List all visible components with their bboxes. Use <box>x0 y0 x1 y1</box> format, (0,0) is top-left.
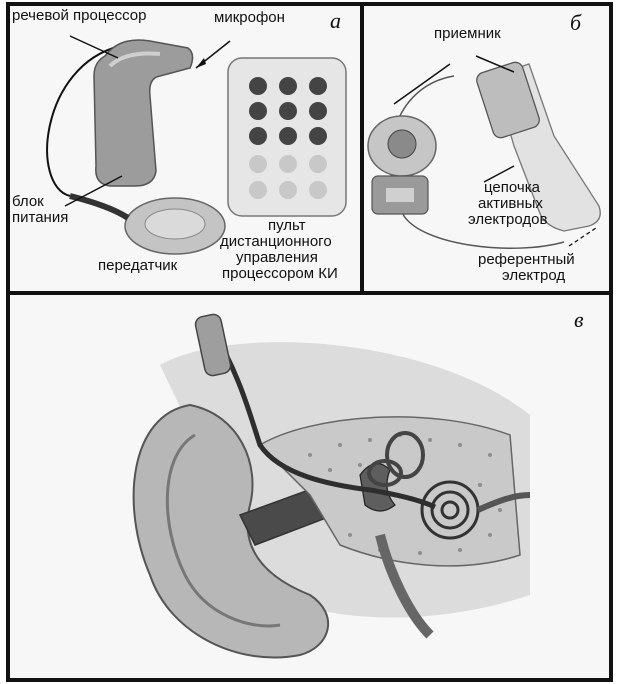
panel-b-letter: б <box>570 10 581 36</box>
pointer-reference <box>569 228 596 246</box>
label-chain-line2: активных <box>478 196 543 211</box>
label-chain-line1: цепочка <box>484 180 540 195</box>
label-ref-line1: референтный <box>478 252 575 267</box>
receiver-magnet <box>388 130 416 158</box>
speech-processor <box>94 40 193 186</box>
label-battery-line2: питания <box>12 210 68 225</box>
pointer-processor <box>70 36 118 58</box>
label-battery-line1: блок <box>12 194 44 209</box>
label-receiver: приемник <box>434 26 501 41</box>
label-transmitter: передатчик <box>98 258 177 273</box>
ear-cross-section <box>10 295 611 680</box>
panel-a: речевой процессор микрофон а блок питани… <box>8 4 362 293</box>
arrowhead-microphone <box>196 58 206 68</box>
label-speech-processor: речевой процессор <box>12 8 146 23</box>
panel-c-letter: в <box>574 307 584 333</box>
label-remote-line3: управления <box>236 250 318 265</box>
label-remote-line2: дистанционного <box>220 234 332 249</box>
panel-a-letter: а <box>330 8 341 34</box>
transmitter-magnet <box>145 209 205 239</box>
label-microphone: микрофон <box>214 10 285 25</box>
pointer-receiver-left <box>394 64 450 104</box>
label-remote-line4: процессором КИ <box>222 266 338 281</box>
label-remote-line1: пульт <box>268 218 306 233</box>
label-chain-line3: электродов <box>468 212 547 227</box>
stimulator-window <box>386 188 414 202</box>
panel-b: приемник б цепочка активных электродов р… <box>362 4 611 293</box>
label-ref-line2: электрод <box>502 268 565 283</box>
panel-c: в <box>8 293 611 680</box>
panel-b-illustration <box>364 6 611 293</box>
